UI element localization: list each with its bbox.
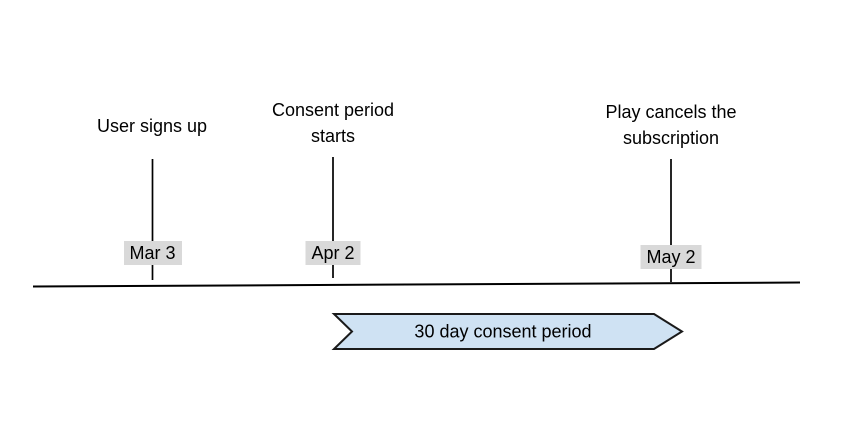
event-label-user-signs-up: User signs up — [96, 116, 208, 136]
event-label-play-cancels-subscription: Play cancels the subscription — [605, 102, 737, 148]
consent-period-banner-shape — [331, 313, 684, 350]
consent-period-banner-label: 30 day consent period — [414, 321, 592, 342]
date-badge-mar-3: Mar 3 — [123, 241, 182, 265]
timeline-axis-line — [32, 281, 801, 288]
date-badge-may-2: May 2 — [640, 245, 702, 269]
date-badge-apr-2: Apr 2 — [305, 241, 361, 265]
event-label-consent-period-starts: Consent period starts — [271, 100, 395, 146]
